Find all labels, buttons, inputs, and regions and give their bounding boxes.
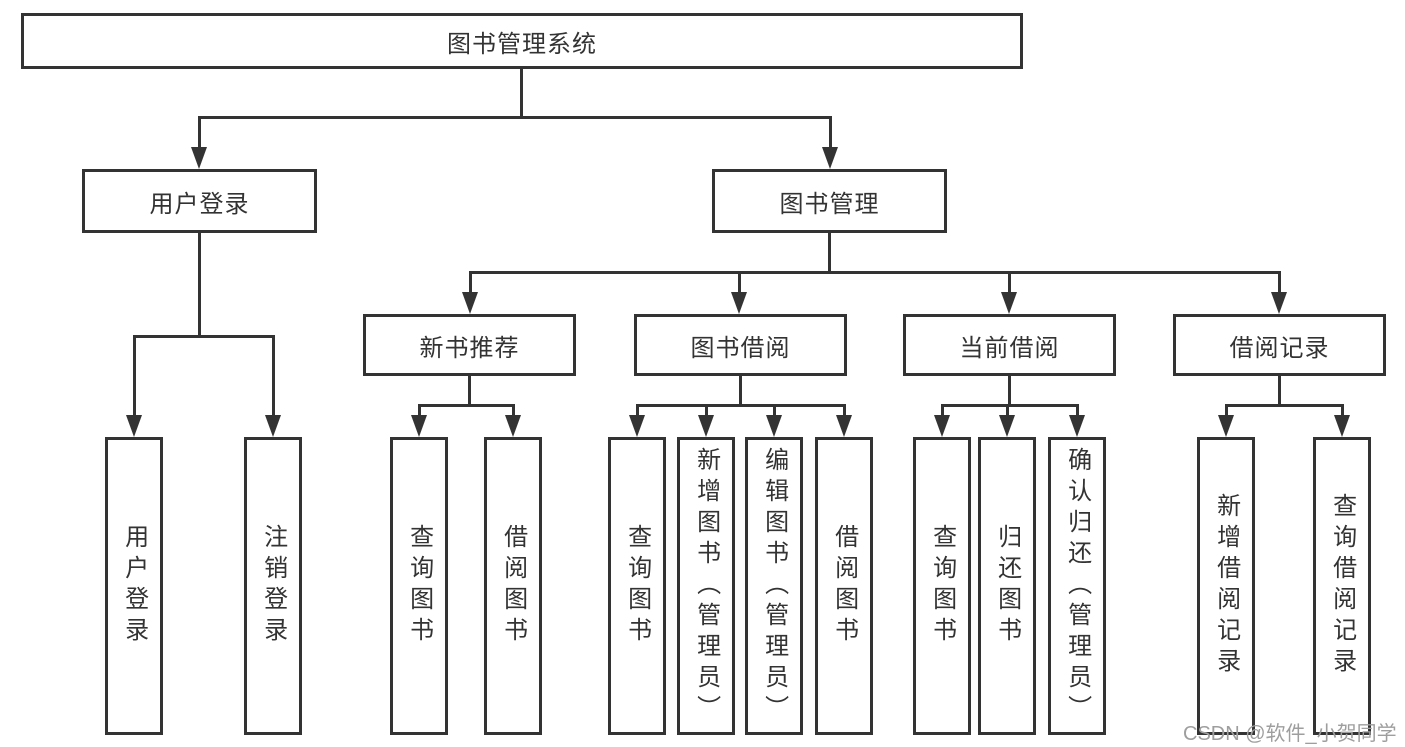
connector-line bbox=[469, 271, 472, 293]
arrow-down-icon bbox=[411, 415, 427, 437]
leaf-logout: 注销登录 bbox=[244, 437, 302, 735]
leaf-label: 新增图书（管理员） bbox=[692, 446, 720, 726]
connector-line bbox=[418, 404, 515, 407]
connector-line bbox=[636, 404, 639, 415]
arrow-down-icon bbox=[1001, 292, 1017, 314]
connector-line bbox=[1008, 376, 1011, 406]
connector-line bbox=[828, 233, 831, 274]
node-label: 图书管理 bbox=[779, 190, 880, 218]
leaf-borrowing-edit-books-admin: 编辑图书（管理员） bbox=[745, 437, 803, 735]
arrow-down-icon bbox=[999, 415, 1015, 437]
arrow-down-icon bbox=[126, 415, 142, 437]
leaf-label: 查询图书 bbox=[928, 524, 956, 648]
leaf-label: 用户登录 bbox=[120, 524, 148, 648]
connector-line bbox=[198, 233, 201, 337]
leaf-records-add-record: 新增借阅记录 bbox=[1197, 437, 1255, 735]
connector-line bbox=[133, 335, 275, 338]
connector-line bbox=[1006, 404, 1009, 415]
arrow-down-icon bbox=[191, 147, 207, 169]
leaf-records-query-record: 查询借阅记录 bbox=[1313, 437, 1371, 735]
node-book-borrowing: 图书借阅 bbox=[634, 314, 847, 376]
connector-line bbox=[705, 404, 708, 415]
arrow-down-icon bbox=[505, 415, 521, 437]
leaf-label: 查询图书 bbox=[623, 524, 651, 648]
connector-line bbox=[773, 404, 776, 415]
node-label: 图书借阅 bbox=[690, 334, 791, 362]
connector-line bbox=[941, 404, 1078, 407]
leaf-current-confirm-return-admin: 确认归还（管理员） bbox=[1048, 437, 1106, 735]
connector-line bbox=[829, 116, 832, 150]
node-library-management-system: 图书管理系统 bbox=[21, 13, 1023, 69]
leaf-current-query-books: 查询图书 bbox=[913, 437, 971, 735]
arrow-down-icon bbox=[822, 147, 838, 169]
leaf-label: 查询借阅记录 bbox=[1328, 493, 1356, 679]
leaf-label: 查询图书 bbox=[405, 524, 433, 648]
leaf-label: 归还图书 bbox=[993, 524, 1021, 648]
connector-line bbox=[1341, 404, 1344, 415]
connector-line bbox=[418, 404, 421, 415]
leaf-borrowing-add-books-admin: 新增图书（管理员） bbox=[677, 437, 735, 735]
node-borrowing-records: 借阅记录 bbox=[1173, 314, 1386, 376]
leaf-label: 新增借阅记录 bbox=[1212, 493, 1240, 679]
leaf-label: 编辑图书（管理员） bbox=[760, 446, 788, 726]
connector-line bbox=[133, 335, 136, 415]
arrow-down-icon bbox=[1271, 292, 1287, 314]
connector-line bbox=[1225, 404, 1343, 407]
leaf-label: 借阅图书 bbox=[499, 524, 527, 648]
node-user-login-branch: 用户登录 bbox=[82, 169, 317, 233]
node-label: 图书管理系统 bbox=[447, 30, 597, 58]
node-book-management-branch: 图书管理 bbox=[712, 169, 947, 233]
connector-line bbox=[198, 116, 831, 119]
connector-line bbox=[941, 404, 944, 415]
leaf-recommend-query-books: 查询图书 bbox=[390, 437, 448, 735]
connector-line bbox=[1278, 271, 1281, 293]
arrow-down-icon bbox=[934, 415, 950, 437]
arrow-down-icon bbox=[836, 415, 852, 437]
connector-line bbox=[272, 335, 275, 415]
leaf-borrowing-borrow-books: 借阅图书 bbox=[815, 437, 873, 735]
connector-line bbox=[1008, 271, 1011, 293]
connector-line bbox=[520, 69, 523, 118]
leaf-current-return-books: 归还图书 bbox=[978, 437, 1036, 735]
arrow-down-icon bbox=[698, 415, 714, 437]
leaf-recommend-borrow-books: 借阅图书 bbox=[484, 437, 542, 735]
leaf-label: 确认归还（管理员） bbox=[1063, 446, 1091, 726]
arrow-down-icon bbox=[629, 415, 645, 437]
connector-line bbox=[1076, 404, 1079, 415]
node-new-book-recommendation: 新书推荐 bbox=[363, 314, 576, 376]
connector-line bbox=[198, 116, 201, 150]
connector-line bbox=[738, 271, 741, 293]
node-label: 借阅记录 bbox=[1229, 334, 1330, 362]
connector-line bbox=[739, 376, 742, 406]
leaf-label: 借阅图书 bbox=[830, 524, 858, 648]
connector-line bbox=[512, 404, 515, 415]
arrow-down-icon bbox=[265, 415, 281, 437]
arrow-down-icon bbox=[766, 415, 782, 437]
arrow-down-icon bbox=[462, 292, 478, 314]
connector-line bbox=[843, 404, 846, 415]
arrow-down-icon bbox=[1218, 415, 1234, 437]
leaf-label: 注销登录 bbox=[259, 524, 287, 648]
leaf-borrowing-query-books: 查询图书 bbox=[608, 437, 666, 735]
connector-line bbox=[468, 376, 471, 406]
leaf-user-login: 用户登录 bbox=[105, 437, 163, 735]
arrow-down-icon bbox=[1334, 415, 1350, 437]
connector-line bbox=[636, 404, 845, 407]
node-current-borrowing: 当前借阅 bbox=[903, 314, 1116, 376]
arrow-down-icon bbox=[731, 292, 747, 314]
connector-line bbox=[1225, 404, 1228, 415]
node-label: 用户登录 bbox=[149, 190, 250, 218]
node-label: 新书推荐 bbox=[419, 334, 520, 362]
connector-line bbox=[469, 271, 1281, 274]
csdn-watermark: CSDN @软件_小贺同学 bbox=[1183, 723, 1397, 745]
arrow-down-icon bbox=[1069, 415, 1085, 437]
node-label: 当前借阅 bbox=[959, 334, 1060, 362]
connector-line bbox=[1278, 376, 1281, 406]
